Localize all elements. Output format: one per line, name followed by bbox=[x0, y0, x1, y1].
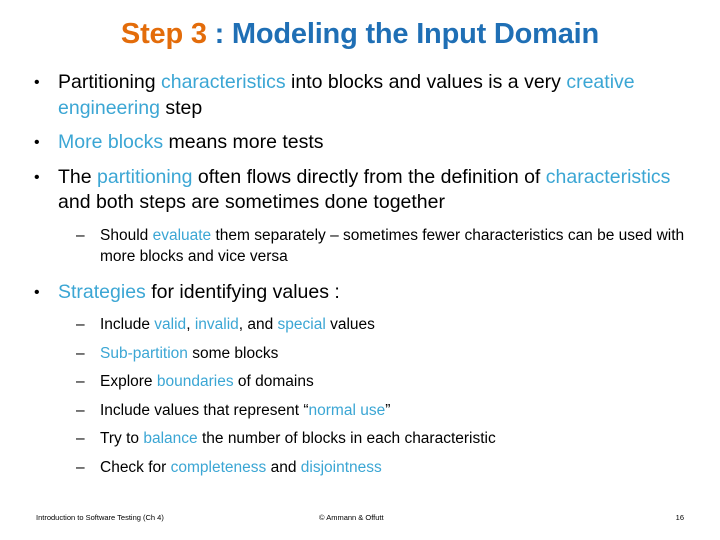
plain-text: often flows directly from the definition… bbox=[192, 165, 546, 188]
dash-marker-icon: – bbox=[76, 344, 85, 362]
spacer bbox=[22, 307, 698, 314]
bullet-text: More blocks means more tests bbox=[58, 131, 324, 153]
highlighted-term: valid bbox=[154, 316, 187, 333]
footer-copyright-label: © Ammann & Offutt bbox=[319, 513, 384, 522]
spacer bbox=[22, 158, 698, 165]
plain-text: the number of blocks in each characteris… bbox=[197, 430, 496, 447]
plain-text: step bbox=[159, 96, 203, 119]
plain-text: The bbox=[58, 165, 98, 188]
highlighted-term: normal use bbox=[308, 401, 386, 419]
plain-text: Check for bbox=[100, 458, 171, 476]
slide-footer: Introduction to Software Testing (Ch 4) … bbox=[36, 513, 698, 527]
sub-bullet-item: –Include valid, invalid, and special val… bbox=[22, 314, 698, 336]
bullet-text: Check for completeness and disjointness bbox=[100, 459, 382, 476]
highlighted-term: characteristics bbox=[160, 71, 286, 93]
bullet-text: Strategies for identifying values : bbox=[58, 281, 340, 303]
plain-text: Partitioning bbox=[58, 71, 161, 93]
dash-marker-icon: – bbox=[76, 401, 85, 419]
title-rest-label: : Modeling the Input Domain bbox=[214, 18, 600, 50]
highlighted-term: disjointness bbox=[300, 458, 382, 476]
plain-text: for identifying values : bbox=[145, 280, 340, 303]
plain-text: Should bbox=[100, 226, 153, 244]
plain-text: them separately – sometimes fewer charac… bbox=[100, 226, 685, 266]
highlighted-term: balance bbox=[143, 430, 198, 447]
plain-text: , and bbox=[238, 316, 278, 333]
plain-text: of domains bbox=[233, 373, 314, 390]
highlighted-term: More blocks bbox=[58, 131, 164, 153]
plain-text: , bbox=[186, 316, 195, 333]
sub-bullet-item: –Sub-partition some blocks bbox=[22, 343, 698, 365]
bullet-marker-icon: • bbox=[34, 74, 40, 91]
bullet-marker-icon: • bbox=[34, 134, 40, 151]
bullet-marker-icon: • bbox=[34, 168, 40, 186]
bullet-text: Try to balance the number of blocks in e… bbox=[100, 430, 496, 447]
page-title: Step 3 : Modeling the Input Domain bbox=[0, 18, 720, 51]
sub-bullet-item: –Explore boundaries of domains bbox=[22, 371, 698, 393]
plain-text: ” bbox=[385, 401, 391, 419]
bullet-item: • Strategies for identifying values : bbox=[22, 280, 698, 306]
dash-marker-icon: – bbox=[76, 458, 85, 476]
dash-marker-icon: – bbox=[76, 226, 85, 244]
highlighted-term: creative engineering bbox=[58, 71, 635, 119]
bullet-text: The partitioning often flows directly fr… bbox=[58, 166, 670, 214]
slide-body: • Partitioning characteristics into block… bbox=[22, 70, 698, 478]
bullet-text: Explore boundaries of domains bbox=[100, 373, 314, 390]
sub-bullet-item: –Try to balance the number of blocks in … bbox=[22, 428, 698, 450]
plain-text: Explore bbox=[100, 373, 157, 390]
bullet-marker-icon: • bbox=[34, 283, 40, 301]
plain-text: and bbox=[266, 458, 301, 476]
spacer bbox=[22, 123, 698, 130]
bullet-list: • Partitioning characteristics into block… bbox=[22, 70, 698, 478]
sub-bullet-item: –Include values that represent “normal u… bbox=[22, 400, 698, 422]
highlighted-term: characteristics bbox=[545, 165, 671, 188]
spacer bbox=[22, 450, 698, 457]
spacer bbox=[22, 268, 698, 280]
plain-text: means more tests bbox=[163, 131, 324, 153]
sub-bullet-item: –Check for completeness and disjointness bbox=[22, 457, 698, 479]
dash-marker-icon: – bbox=[76, 373, 85, 390]
spacer bbox=[22, 336, 698, 343]
highlighted-term: Sub-partition bbox=[100, 344, 188, 362]
highlighted-term: invalid bbox=[194, 316, 239, 333]
footer-page-number: 16 bbox=[675, 513, 684, 522]
sub-bullet-item: –Should evaluate them separately – somet… bbox=[22, 225, 698, 268]
highlighted-term: evaluate bbox=[152, 226, 212, 244]
bullet-text: Sub-partition some blocks bbox=[100, 345, 278, 362]
spacer bbox=[22, 364, 698, 371]
bullet-text: Should evaluate them separately – someti… bbox=[100, 227, 684, 266]
plain-text: into blocks and values is a very bbox=[285, 71, 567, 93]
title-step-label: Step 3 bbox=[120, 18, 215, 50]
dash-marker-icon: – bbox=[76, 316, 85, 333]
footer-source-label: Introduction to Software Testing (Ch 4) bbox=[36, 513, 164, 522]
dash-marker-icon: – bbox=[76, 430, 85, 447]
plain-text: Try to bbox=[100, 430, 144, 447]
bullet-item: • More blocks means more tests bbox=[22, 130, 698, 156]
highlighted-term: special bbox=[277, 316, 326, 333]
bullet-item: • The partitioning often flows directly f… bbox=[22, 165, 698, 216]
plain-text: Include values that represent “ bbox=[100, 401, 309, 419]
spacer bbox=[22, 393, 698, 400]
bullet-item: • Partitioning characteristics into block… bbox=[22, 70, 698, 121]
plain-text: some blocks bbox=[187, 344, 279, 362]
highlighted-term: partitioning bbox=[97, 165, 193, 188]
plain-text: and both steps are sometimes done togeth… bbox=[58, 191, 445, 213]
bullet-text: Include valid, invalid, and special valu… bbox=[100, 316, 375, 333]
plain-text: Include bbox=[100, 316, 155, 333]
highlighted-term: completeness bbox=[170, 458, 267, 476]
plain-text: values bbox=[325, 316, 375, 333]
spacer bbox=[22, 421, 698, 428]
bullet-text: Partitioning characteristics into blocks… bbox=[58, 71, 635, 119]
bullet-text: Include values that represent “normal us… bbox=[100, 402, 390, 419]
highlighted-term: Strategies bbox=[58, 280, 146, 303]
spacer bbox=[22, 218, 698, 225]
highlighted-term: boundaries bbox=[156, 373, 234, 390]
